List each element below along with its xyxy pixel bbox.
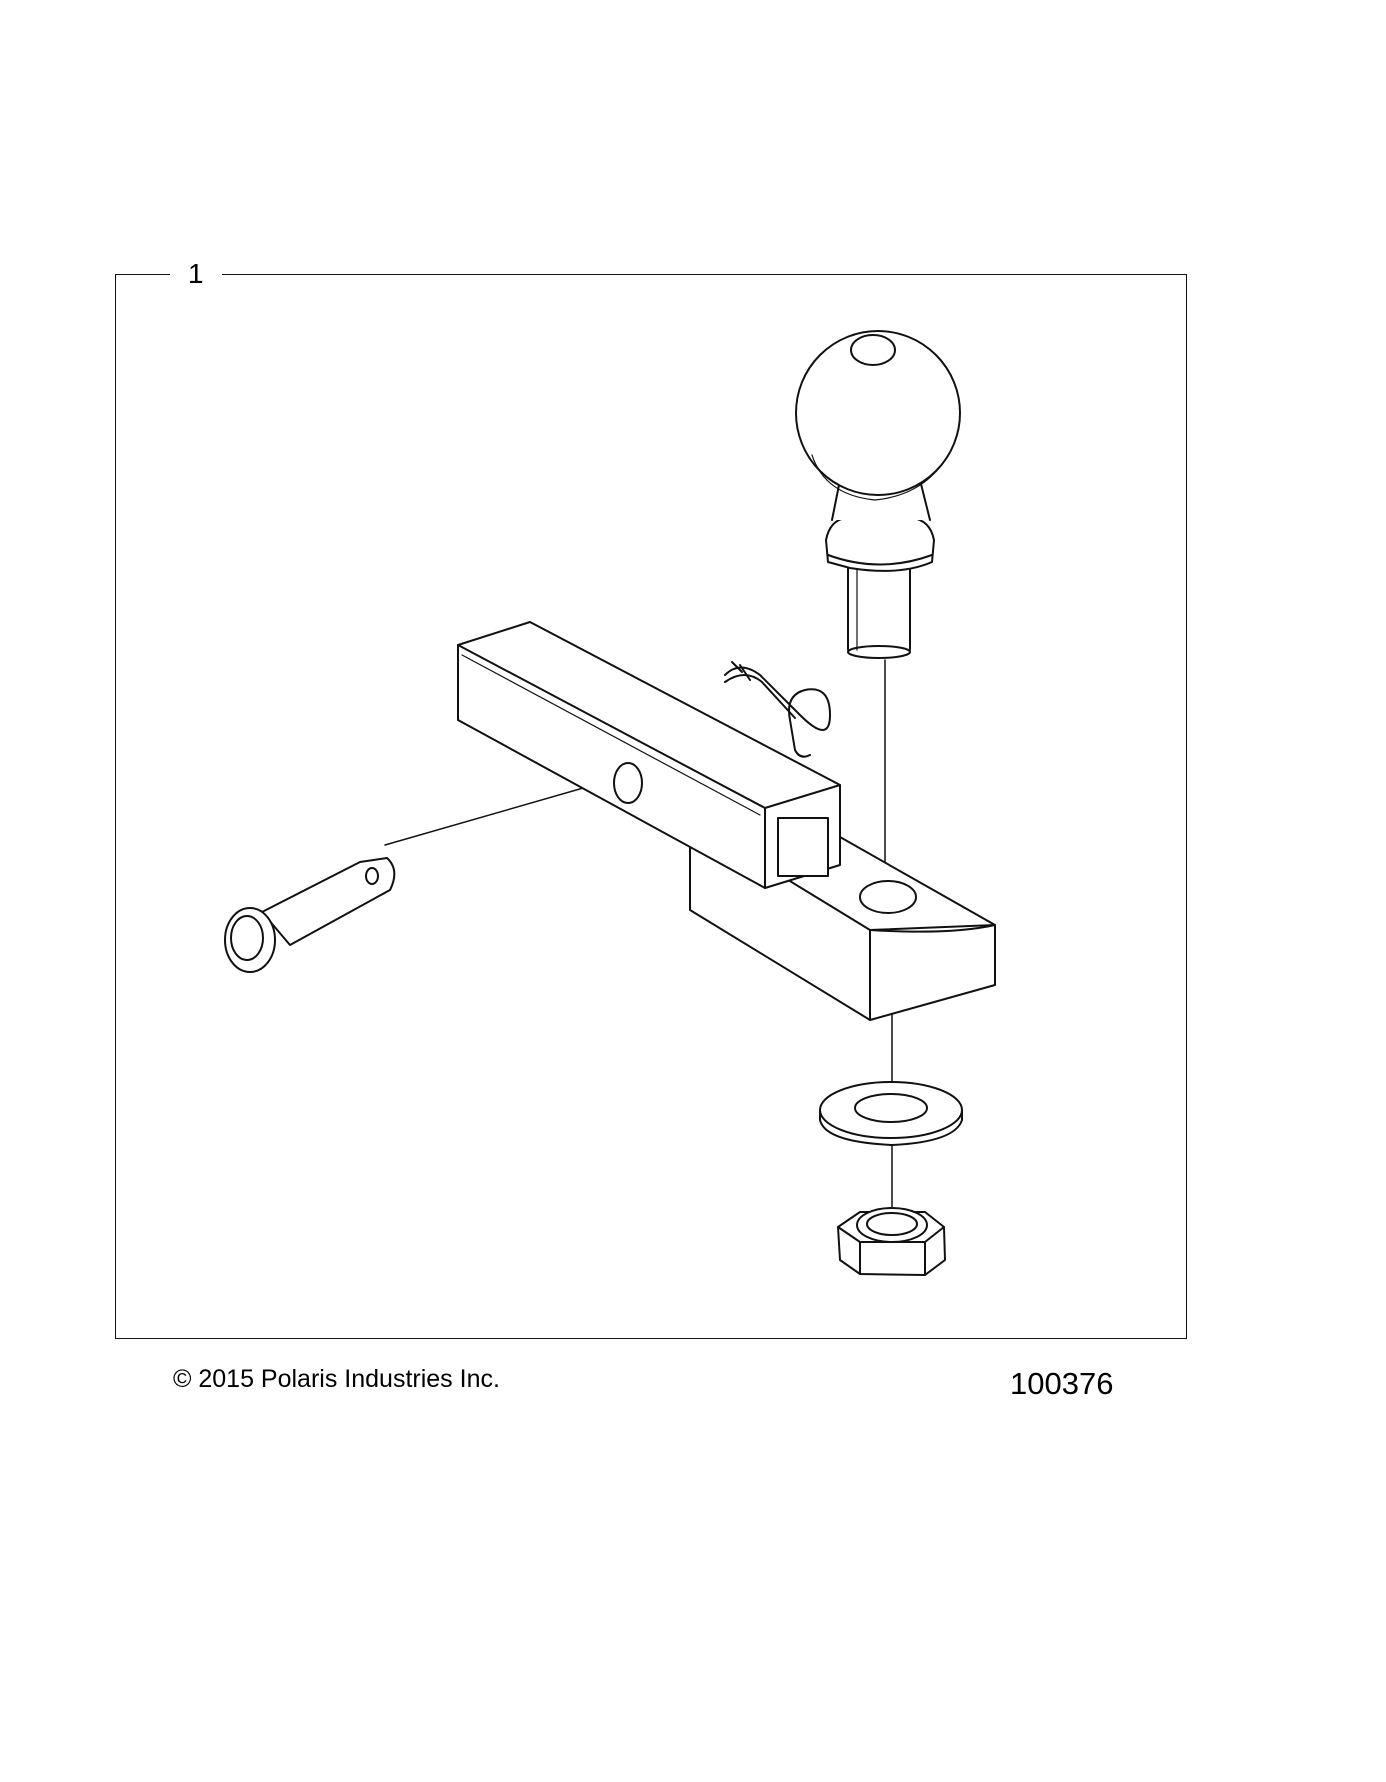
drawbar — [457, 621, 996, 1021]
flat-washer — [819, 1081, 963, 1146]
hair-pin-clip — [724, 661, 831, 758]
hitch-ball — [795, 330, 961, 659]
copyright-text: © 2015 Polaris Industries Inc. — [173, 1365, 500, 1393]
assembly-frame — [115, 274, 1187, 1339]
figure-number: 100376 — [1010, 1366, 1114, 1401]
hitch-pin — [224, 857, 396, 973]
hex-nut — [837, 1207, 946, 1276]
item-callout-1: 1 — [170, 258, 222, 290]
